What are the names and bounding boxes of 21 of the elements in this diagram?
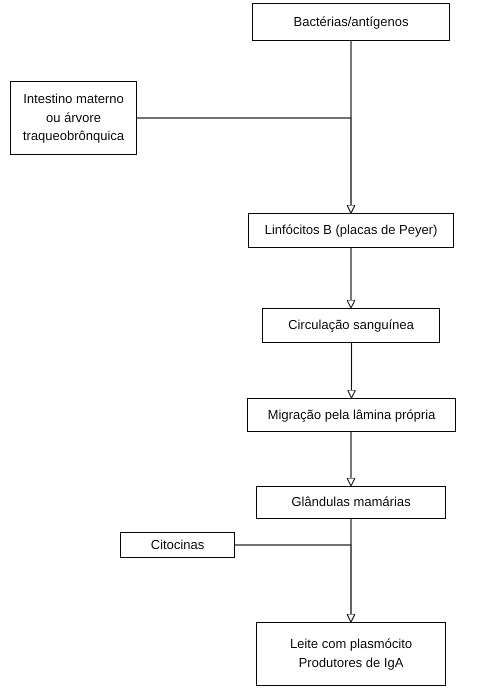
box-label: Leite com plasmócito Produtores de IgA [288,635,414,672]
box-label: Bactérias/antígenos [294,12,408,31]
box-label: Glândulas mamárias [291,493,411,512]
box-label: Citocinas [150,536,204,554]
box-label: Intestino materno ou árvore traqueobrônquica [22,90,126,146]
arrow [346,343,356,399]
box-label: Migração pela lâmina própria [268,406,436,424]
arrow [137,117,356,214]
process-box [256,486,446,519]
process-box [10,81,137,155]
process-box [120,532,235,558]
process-box [262,308,440,343]
process-box [252,3,450,41]
process-box [256,622,446,686]
process-box [248,213,454,248]
box-label: Circulação sanguínea [288,316,414,334]
arrow [235,544,356,623]
process-box [247,398,456,432]
arrow [346,432,356,487]
arrow [346,248,356,309]
box-label: Linfócitos B (placas de Peyer) [264,221,438,240]
